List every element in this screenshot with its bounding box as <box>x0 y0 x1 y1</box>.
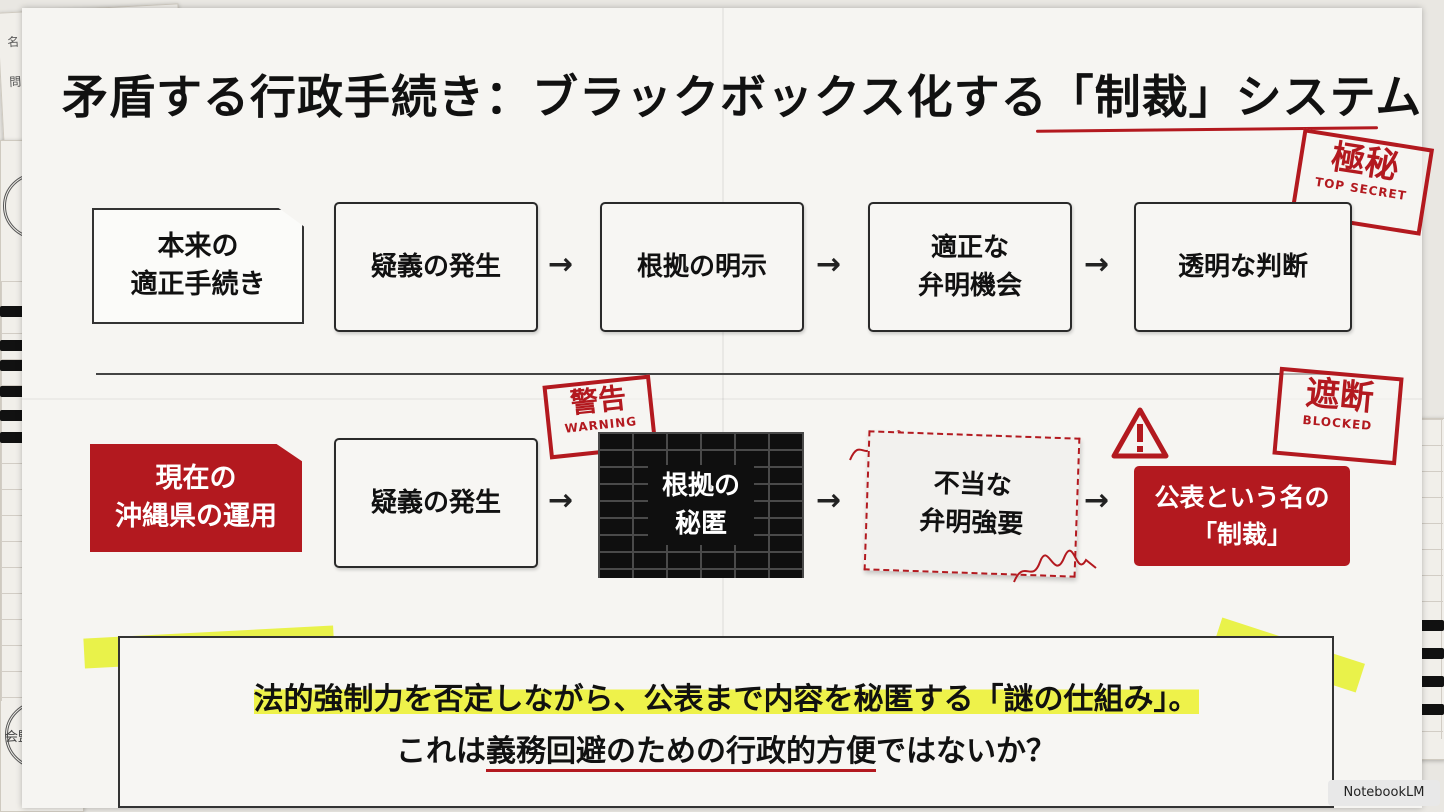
arrow-right-icon: → <box>1084 247 1110 282</box>
note-line-1: 法的強制力を否定しながら、公表まで内容を秘匿する「謎の仕組み」。 <box>120 678 1332 722</box>
redaction-bar <box>1406 648 1444 659</box>
arrow-right-icon: → <box>548 247 574 282</box>
note-text-highlight: 公表まで内容を秘匿する「謎の仕組み」。 <box>643 682 1199 717</box>
note-text: 法的強制力を否定しながら、 <box>253 682 644 717</box>
redaction-bar <box>1414 620 1444 631</box>
note-text-underlined: 義務回避 <box>486 734 606 772</box>
section-divider <box>96 373 1350 375</box>
doc-text: 問 <box>8 74 22 90</box>
doc-text: 名 <box>6 34 20 50</box>
arrow-right-icon: → <box>816 247 842 282</box>
flow-step-basis-shown: 根拠の明示 <box>600 202 804 332</box>
redaction-bar <box>0 386 28 397</box>
ideal-process-label: 本来の 適正手続き <box>92 208 304 324</box>
title-part: 」システム <box>1188 70 1423 124</box>
title-part: 矛盾する行政手続き：ブラックボックス化する「 <box>62 70 1095 124</box>
note-line-2: これは義務回避のための行政的方便ではないか？ <box>120 730 1332 774</box>
redaction-bar <box>0 340 24 351</box>
flow-step-transparent-decision: 透明な判断 <box>1134 202 1352 332</box>
paper-fold-horizontal <box>22 398 1422 400</box>
note-text: これは <box>396 734 486 769</box>
arrow-right-icon: → <box>548 483 574 518</box>
conclusion-note: 法的強制力を否定しながら、公表まで内容を秘匿する「謎の仕組み」。 これは義務回避… <box>118 636 1334 808</box>
page-title: 矛盾する行政手続き：ブラックボックス化する「制裁」システム <box>62 62 1421 132</box>
paper-fold-vertical <box>722 8 724 808</box>
redaction-bar <box>0 360 34 371</box>
arrow-right-icon: → <box>1084 483 1110 518</box>
flow-step-fair-hearing: 適正な 弁明機会 <box>868 202 1072 332</box>
redaction-bar <box>0 306 30 317</box>
current-process-label: 現在の 沖縄県の運用 <box>90 444 302 552</box>
flow-step-doubt-current: 疑義の発生 <box>334 438 538 568</box>
redaction-bar <box>0 410 36 421</box>
redaction-bar <box>0 432 30 443</box>
note-text: ではないか？ <box>876 734 1056 769</box>
flow-step-basis-concealed: 根拠の 秘匿 <box>598 432 804 578</box>
note-text-underlined: のための行政的方便 <box>606 734 876 772</box>
title-highlight: 制裁 <box>1094 70 1189 124</box>
scribble-mark <box>1013 549 1097 583</box>
warning-triangle-icon <box>1111 407 1169 459</box>
notebooklm-badge: NotebookLM <box>1328 780 1440 806</box>
redaction-bar <box>1412 676 1444 687</box>
flow-step-sanction-publication: 公表という名の 「制裁」 <box>1134 466 1350 566</box>
concealed-text: 根拠の 秘匿 <box>647 465 754 545</box>
redaction-bar <box>1404 704 1444 715</box>
flow-step-doubt-ideal: 疑義の発生 <box>334 202 538 332</box>
arrow-right-icon: → <box>816 483 842 518</box>
blocked-stamp: 遮断 BLOCKED <box>1272 366 1404 466</box>
